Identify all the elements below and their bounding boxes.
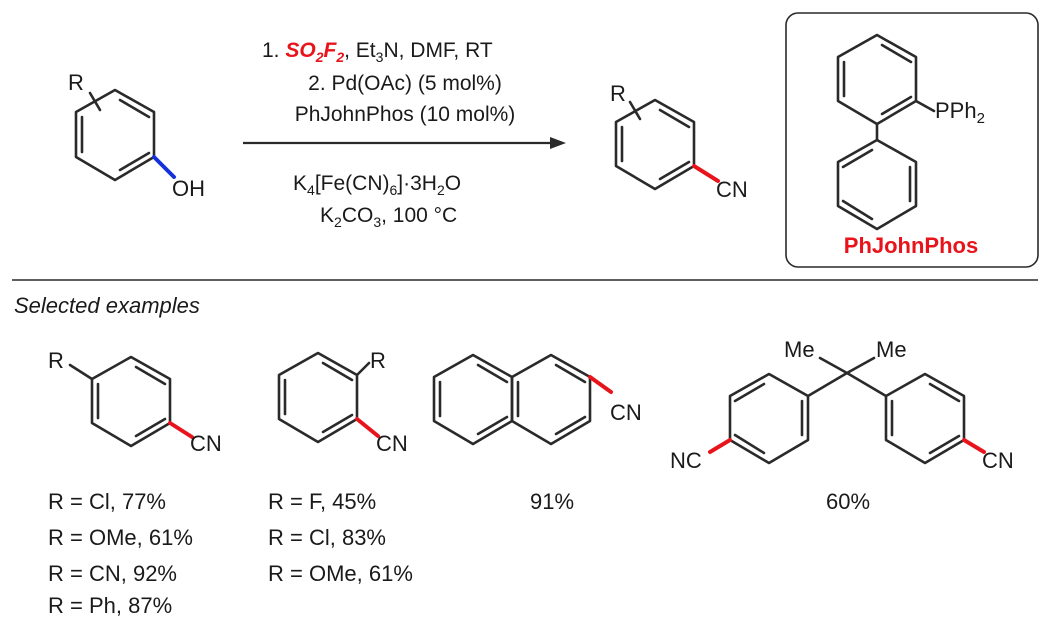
naph-double-bond — [476, 363, 509, 384]
ortho-r-bond — [355, 361, 371, 377]
example-bis-benzonitrile: Me Me NC CN 60% — [670, 337, 1014, 514]
bis-ring-right — [884, 372, 966, 465]
condition-line-2: 2. Pd(OAc) (5 mol%) — [308, 72, 502, 95]
ligand-double-bond — [880, 95, 913, 116]
bis-c-cn-bond-right — [962, 438, 986, 454]
bis-me-right-label: Me — [876, 337, 907, 362]
para-r-label: R — [48, 348, 64, 373]
condition-line-1: 1. SO2F2, Et3N, DMF, RT — [262, 39, 493, 65]
ortho-double-bond — [321, 361, 354, 382]
product-double-bond — [658, 160, 691, 181]
ligand-double-bond — [880, 43, 913, 64]
para-double-bond — [134, 365, 167, 386]
naph-cn-label: CN — [610, 400, 642, 425]
bis-double-bond — [928, 434, 961, 455]
reactant-phenol: R OH — [68, 70, 205, 201]
phenol-ring — [74, 88, 156, 182]
arrow-head — [550, 137, 566, 149]
ligand-pph2-label: PPh2 — [935, 98, 985, 127]
bis-double-bond — [733, 382, 766, 403]
bis-me-left-label: Me — [784, 337, 815, 362]
naph-double-bond — [476, 415, 509, 436]
ligand-ring-top — [836, 33, 918, 126]
examples-heading: Selected examples — [14, 293, 200, 318]
ortho-c-cn-bond — [355, 417, 380, 438]
bis-yield: 60% — [826, 489, 870, 514]
ligand-c-p-bond — [914, 99, 936, 113]
ligand-double-bond — [841, 199, 874, 221]
para-yield-3: R = CN, 92% — [48, 561, 177, 586]
ligand-ring-bottom — [836, 138, 918, 231]
para-yield-1: R = Cl, 77% — [48, 489, 166, 514]
phenol-r-bond — [88, 91, 102, 112]
bis-c-aryl-bond-right — [845, 371, 888, 398]
para-double-bond — [134, 417, 167, 438]
ligand-frame — [785, 12, 1039, 268]
ortho-cn-label: CN — [376, 431, 408, 456]
para-yield-4: R = Ph, 87% — [48, 593, 172, 618]
product-c-cn-bond — [692, 164, 720, 183]
naph-yield: 91% — [530, 489, 574, 514]
product-r-label: R — [610, 81, 626, 106]
product-benzonitrile: R CN — [610, 81, 748, 202]
bis-c-aryl-bond-left — [806, 371, 849, 398]
phenol-double-bond — [118, 151, 151, 172]
ortho-double-bond — [321, 413, 354, 434]
ortho-yield-1: R = F, 45% — [268, 489, 376, 514]
para-cn-label: CN — [190, 431, 222, 456]
product-ring — [614, 98, 696, 191]
bis-double-bond — [733, 433, 766, 455]
naph-ring-right — [510, 353, 592, 446]
condition-line-3: PhJohnPhos (10 mol%) — [295, 103, 516, 126]
ligand-double-bond — [841, 148, 874, 169]
bis-me-bond-left — [818, 356, 849, 375]
bis-ring-left — [728, 372, 810, 465]
bis-double-bond — [928, 382, 961, 403]
reaction-arrow-group: 1. SO2F2, Et3N, DMF, RT 2. Pd(OAc) (5 mo… — [243, 39, 566, 230]
reactant-oh-label: OH — [172, 176, 205, 201]
product-r-bond — [628, 100, 642, 121]
naph-double-bond — [554, 363, 587, 384]
para-r-bond — [68, 363, 94, 381]
ligand-name: PhJohnPhos — [844, 233, 978, 258]
ortho-yield-2: R = Cl, 83% — [268, 525, 386, 550]
ortho-r-label: R — [370, 348, 386, 373]
ortho-yield-3: R = OMe, 61% — [268, 561, 413, 586]
reactant-r-label: R — [68, 70, 84, 95]
phenol-double-bond — [118, 98, 151, 119]
bis-me-bond-right — [845, 356, 876, 375]
ortho-ring — [277, 351, 359, 444]
phenol-c-o-bond — [152, 155, 176, 179]
example-para-benzonitrile: R CN R = Cl, 77% R = OMe, 61% R = CN, 92… — [48, 348, 222, 618]
naph-c-cn-bond — [588, 375, 613, 394]
condition-line-4: K4[Fe(CN)6]·3H2O — [293, 172, 461, 198]
bis-cn-label: CN — [982, 448, 1014, 473]
product-cn-label: CN — [716, 177, 748, 202]
condition-line-5: K2CO3, 100 °C — [320, 204, 457, 230]
para-yield-2: R = OMe, 61% — [48, 525, 193, 550]
naph-ring-left — [432, 353, 514, 446]
bis-c-cn-bond-left — [708, 438, 732, 454]
example-naphthonitrile: CN 91% — [432, 353, 642, 514]
product-double-bond — [658, 108, 691, 129]
naph-double-bond — [554, 415, 587, 436]
para-c-cn-bond — [168, 421, 194, 439]
bis-nc-label: NC — [670, 448, 702, 473]
example-ortho-benzonitrile: R CN R = F, 45% R = Cl, 83% R = OMe, 61% — [268, 348, 413, 586]
para-ring — [90, 355, 172, 448]
ligand-box: PPh2 PhJohnPhos — [785, 12, 1039, 268]
